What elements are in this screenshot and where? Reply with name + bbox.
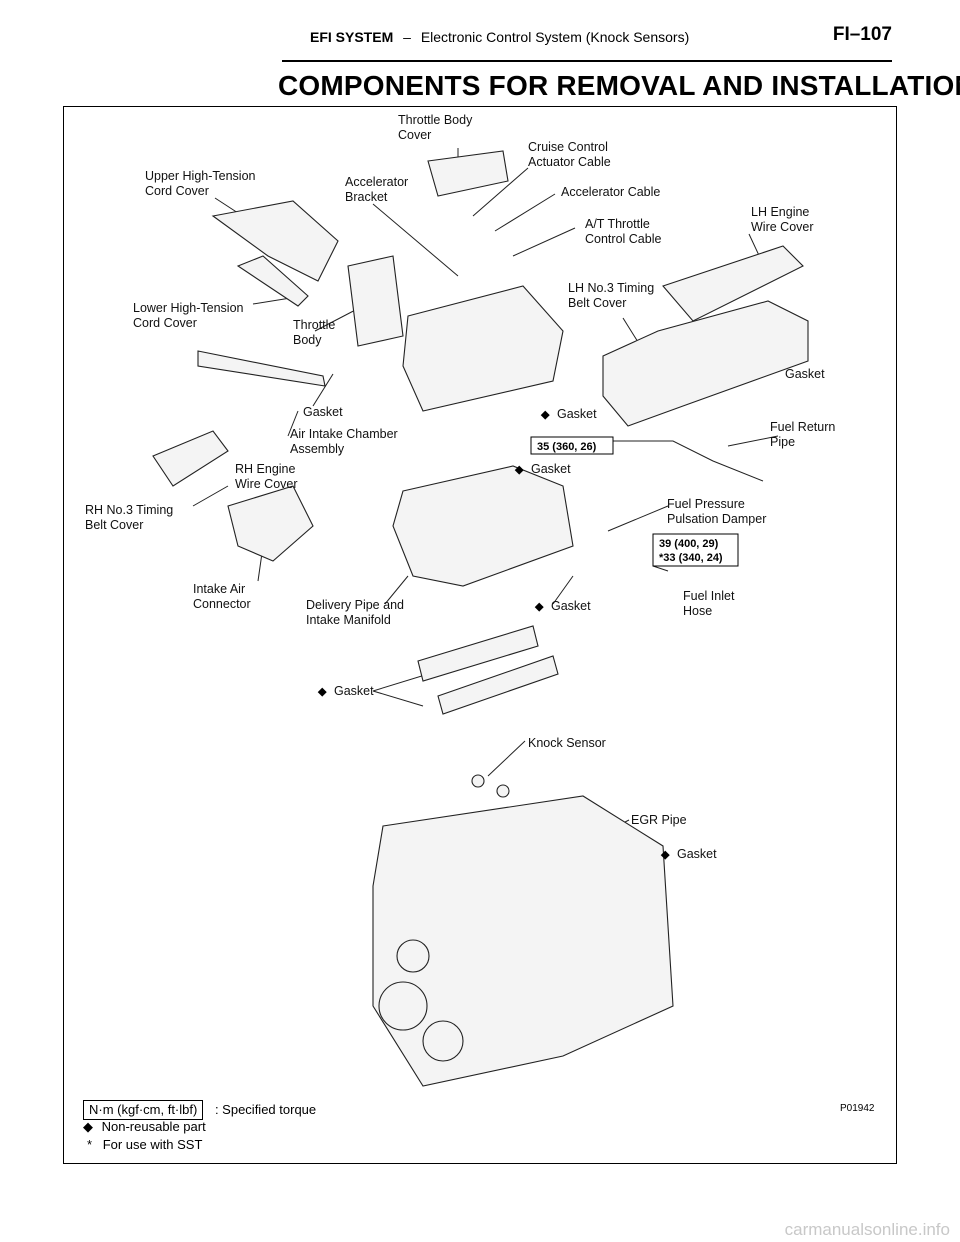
figure-legend: N·m (kgf·cm, ft·lbf) : Specified torque …	[83, 1100, 316, 1154]
label-lh-wire-cover-1: LH Engine	[751, 205, 809, 219]
label-upper-cord-cover-2: Cord Cover	[145, 184, 209, 198]
torque-box-2	[652, 533, 739, 567]
torque-box-1	[530, 436, 614, 455]
intake-manifold-shape	[392, 465, 574, 587]
rh-timing-cover-shape	[152, 430, 229, 487]
legend-sst-text: For use with SST	[102, 1137, 203, 1152]
watermark: carmanualsonline.info	[784, 1220, 950, 1239]
header-rule	[282, 60, 892, 62]
legend-nonreusable-row: ◆ Non-reusable part	[83, 1118, 316, 1136]
label-at-cable-1: A/T Throttle	[585, 217, 650, 231]
label-rh-timing-cover-1: RH No.3 Timing	[85, 503, 173, 517]
label-lh-wire-cover-2: Wire Cover	[751, 220, 814, 234]
label-rh-wire-cover-1: RH Engine	[235, 462, 295, 476]
label-fuel-damper-1: Fuel Pressure	[667, 497, 745, 511]
legend-sst-row: * For use with SST	[83, 1136, 316, 1154]
throttle-body-shape	[347, 255, 404, 347]
label-lh-timing-cover-1: LH No.3 Timing	[568, 281, 654, 295]
label-delivery-pipe-1: Delivery Pipe and	[306, 598, 404, 612]
label-throttle-body-cover-1: Throttle Body	[398, 113, 473, 127]
nonreusable-mark-1: ◆	[540, 409, 550, 421]
label-fuel-damper-2: Pulsation Damper	[667, 512, 766, 526]
nonreusable-mark-5: ◆	[660, 849, 670, 861]
label-upper-cord-cover-1: Upper High-Tension	[145, 169, 256, 183]
page-title: COMPONENTS FOR REMOVAL AND INSTALLATION	[278, 70, 960, 101]
label-fuel-inlet-hose-1: Fuel Inlet	[683, 589, 735, 603]
label-rh-timing-cover-2: Belt Cover	[85, 518, 143, 532]
label-lower-cord-cover-2: Cord Cover	[133, 316, 197, 330]
label-intake-air-connector-1: Intake Air	[193, 582, 245, 596]
label-gasket-marked-2: Gasket	[531, 462, 571, 476]
label-throttle-body-1: Throttle	[293, 318, 335, 332]
header-subsection: Electronic Control System (Knock Sensors…	[420, 29, 690, 45]
knock-sensor-2-shape	[496, 784, 510, 798]
label-air-intake-chamber-2: Assembly	[290, 442, 345, 456]
legend-torque-unit: N·m (kgf·cm, ft·lbf)	[83, 1100, 204, 1120]
component-shapes	[152, 150, 809, 1087]
legend-torque-desc: : Specified torque	[214, 1102, 317, 1117]
knock-sensor-1-shape	[471, 774, 485, 788]
air-intake-chamber-shape	[402, 285, 564, 412]
label-throttle-body-cover-2: Cover	[398, 128, 431, 142]
gasket-strip-shape	[197, 350, 326, 387]
lower-gasket-2-shape	[437, 655, 559, 715]
header-section: EFI SYSTEM – Electronic Control System (…	[310, 29, 689, 45]
label-throttle-body-2: Body	[293, 333, 322, 347]
label-gasket-marked-1: Gasket	[557, 407, 597, 421]
label-accelerator-cable: Accelerator Cable	[561, 185, 660, 199]
legend-torque-row: N·m (kgf·cm, ft·lbf) : Specified torque	[83, 1100, 317, 1120]
label-fuel-inlet-hose-2: Hose	[683, 604, 712, 618]
label-rh-wire-cover-2: Wire Cover	[235, 477, 298, 491]
nonreusable-mark-4: ◆	[317, 686, 327, 698]
torque-value-1: 35 (360, 26)	[537, 441, 597, 453]
label-fuel-return-pipe-1: Fuel Return	[770, 420, 835, 434]
pulley-3-shape	[396, 939, 430, 973]
nonreusable-mark-2: ◆	[514, 464, 524, 476]
label-lower-cord-cover-1: Lower High-Tension	[133, 301, 244, 315]
engine-block-shape	[372, 795, 674, 1087]
intake-air-connector-shape	[227, 485, 314, 562]
lh-timing-cover-shape	[602, 300, 809, 427]
pulley-1-shape	[378, 981, 428, 1031]
lower-gasket-1-shape	[417, 625, 539, 682]
throttle-body-cover-shape	[427, 150, 509, 197]
label-accelerator-bracket-2: Bracket	[345, 190, 388, 204]
pulley-2-shape	[422, 1020, 464, 1062]
nonreusable-mark-3: ◆	[534, 601, 544, 613]
label-intake-air-connector-2: Connector	[193, 597, 251, 611]
fuel-return-pipe-shape	[583, 440, 764, 482]
label-air-intake-chamber-1: Air Intake Chamber	[290, 427, 398, 441]
label-at-cable-2: Control Cable	[585, 232, 661, 246]
figure-code: P01942	[840, 1103, 875, 1114]
lower-cord-cover-shape	[236, 255, 309, 307]
label-gasket-marked-4: Gasket	[334, 684, 374, 698]
figure-frame	[63, 106, 897, 1164]
page-header: EFI SYSTEM – Electronic Control System (…	[282, 24, 892, 62]
label-cruise-cable-2: Actuator Cable	[528, 155, 611, 169]
legend-nonreusable-symbol: ◆	[83, 1119, 93, 1134]
header-separator: –	[403, 29, 411, 45]
lh-wire-cover-shape	[662, 245, 804, 322]
label-accelerator-bracket-1: Accelerator	[345, 175, 408, 189]
label-gasket-marked-3: Gasket	[551, 599, 591, 613]
torque-value-2a: 39 (400, 29)	[659, 538, 719, 550]
page-number: FI–107	[832, 24, 892, 45]
exploded-view-diagram: Throttle Body Cover Cruise Control Actua…	[85, 113, 835, 1087]
upper-cord-cover-shape	[211, 200, 339, 282]
label-gasket-chamber: Gasket	[303, 405, 343, 419]
label-lh-timing-cover-2: Belt Cover	[568, 296, 626, 310]
label-gasket-lh-cover: Gasket	[785, 367, 825, 381]
label-delivery-pipe-2: Intake Manifold	[306, 613, 391, 627]
label-gasket-marked-5: Gasket	[677, 847, 717, 861]
label-knock-sensor: Knock Sensor	[528, 736, 606, 750]
label-cruise-cable-1: Cruise Control	[528, 140, 608, 154]
component-labels: Throttle Body Cover Cruise Control Actua…	[85, 113, 835, 861]
label-fuel-return-pipe-2: Pipe	[770, 435, 795, 449]
legend-nonreusable-text: Non-reusable part	[101, 1119, 206, 1134]
header-section-name: EFI SYSTEM	[310, 29, 394, 45]
label-egr-pipe: EGR Pipe	[631, 813, 687, 827]
legend-sst-symbol: *	[87, 1137, 93, 1152]
torque-value-2b: *33 (340, 24)	[659, 552, 723, 564]
